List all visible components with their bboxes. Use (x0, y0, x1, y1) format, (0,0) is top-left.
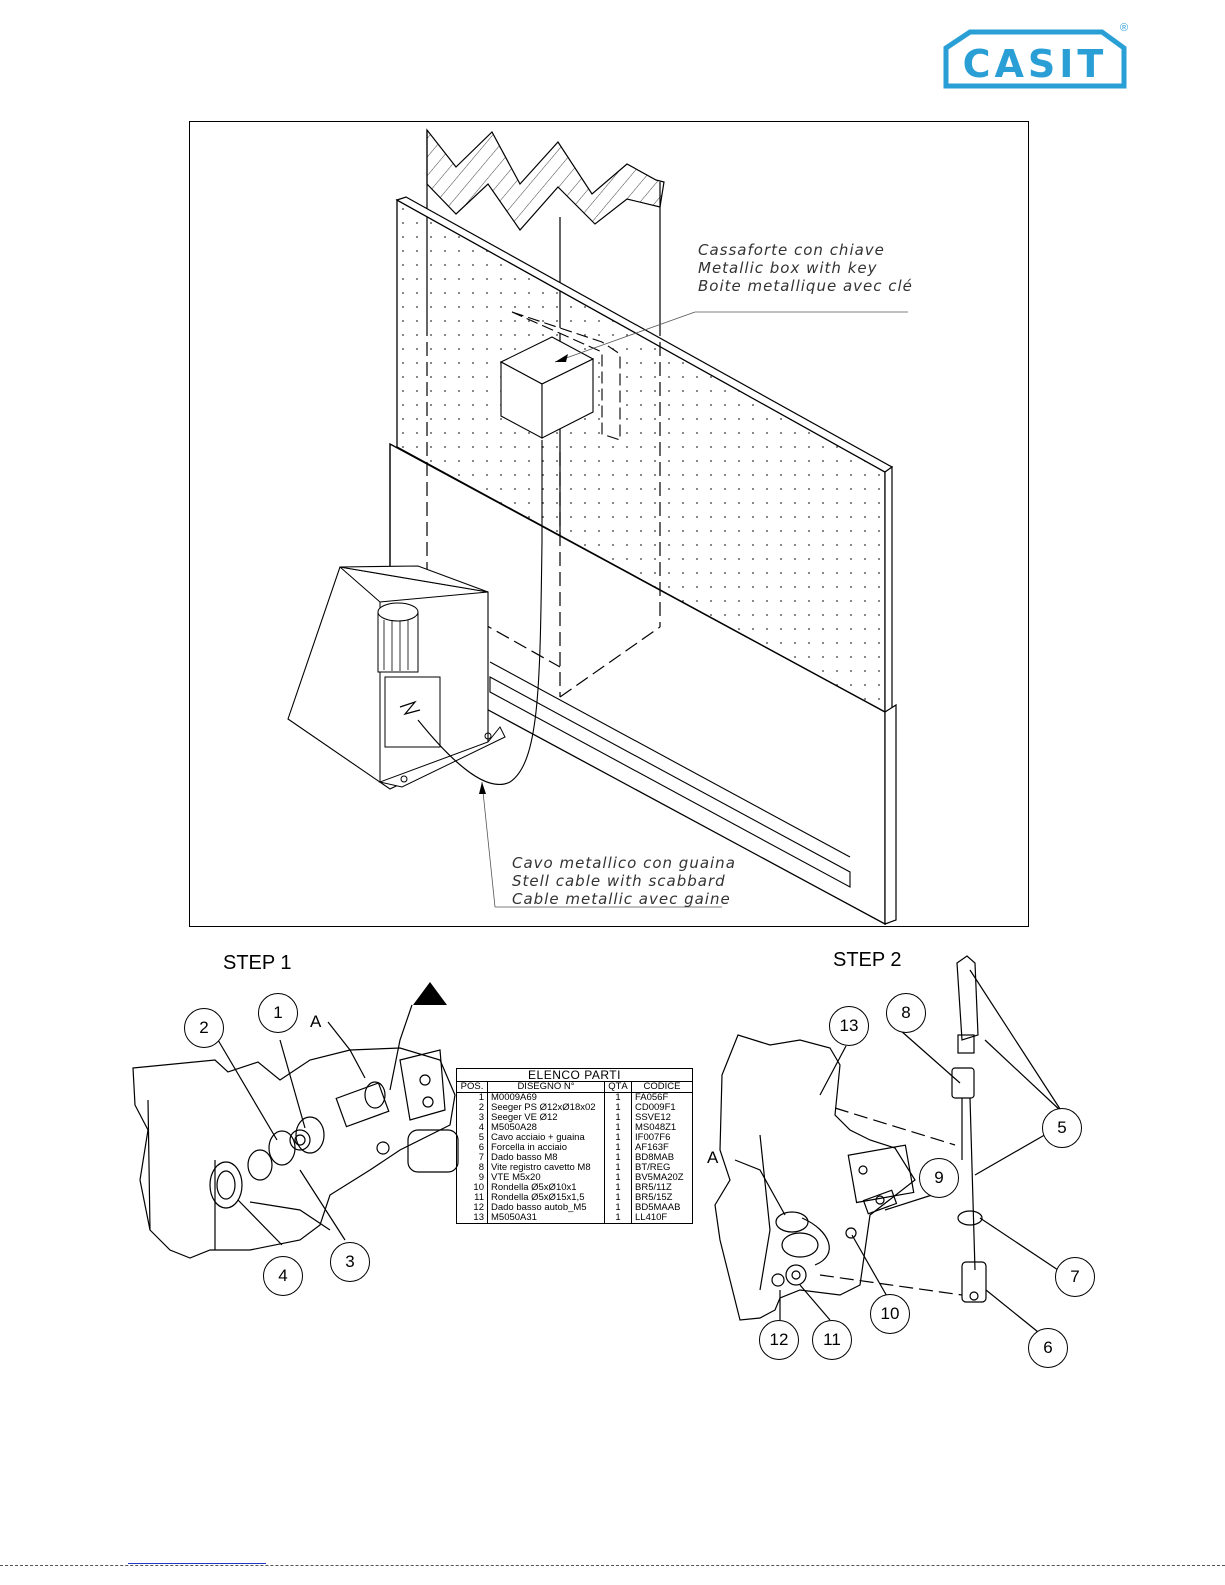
balloon-5: 5 (1042, 1108, 1082, 1148)
box-note-it: Cassaforte con chiave (698, 241, 885, 259)
part-qty: 1 (604, 1213, 632, 1224)
step1-label: STEP 1 (223, 952, 292, 974)
balloon-11: 11 (812, 1320, 852, 1360)
installation-drawing (287, 128, 908, 926)
step2-assembly (714, 955, 1063, 1341)
balloon-2: 2 (184, 1008, 224, 1048)
balloon-9: 9 (919, 1158, 959, 1198)
balloon-7: 7 (1055, 1257, 1095, 1297)
part-pos: 13 (456, 1213, 488, 1224)
header-code: CODICE (631, 1081, 693, 1093)
cable-note: Cavo metallico con guaina Stell cable wi… (512, 854, 736, 908)
box-note-fr: Boite metallique avec clé (698, 277, 913, 295)
cable-note-it: Cavo metallico con guaina (512, 854, 736, 872)
cable-note-fr: Cable metallic avec gaine (512, 890, 731, 908)
installation-drawing-frame: Cassaforte con chiave Metallic box with … (189, 121, 1029, 927)
part-code: CD009F1 (631, 1103, 693, 1113)
parts-list-table: ELENCO PARTI POS. DISEGNO N° QTÀ CODICE … (456, 1068, 693, 1224)
box-note-en: Metallic box with key (698, 259, 878, 277)
part-code: SSVE12 (631, 1113, 693, 1123)
part-code: MS048Z1 (631, 1123, 693, 1133)
part-code: FA056F (631, 1092, 693, 1103)
step2-detail-letter: A (707, 1148, 719, 1167)
part-code: LL410F (631, 1213, 693, 1224)
step2-label: STEP 2 (833, 949, 902, 971)
footer-rule (0, 1565, 1225, 1566)
header-qty: QTÀ (604, 1081, 632, 1093)
balloon-10: 10 (870, 1294, 910, 1334)
part-code: BD8MAB (631, 1153, 693, 1163)
balloon-3: 3 (330, 1242, 370, 1282)
part-code: BV5MA20Z (631, 1173, 693, 1183)
part-code: BT/REG (631, 1163, 693, 1173)
part-code: BR5/15Z (631, 1193, 693, 1203)
step1-detail-letter: A (310, 1012, 322, 1031)
step1-assembly (132, 1004, 459, 1259)
registered-mark: ® (1120, 22, 1129, 34)
balloon-12: 12 (759, 1320, 799, 1360)
header-drawing: DISEGNO N° (487, 1081, 605, 1093)
casit-logo: CASIT ® (940, 22, 1130, 92)
balloon-8: 8 (886, 993, 926, 1033)
part-code: BR5/11Z (631, 1183, 693, 1193)
logo-wordmark: CASIT (963, 42, 1108, 86)
balloon-13: 13 (829, 1006, 869, 1046)
footer-link-underline (128, 1563, 266, 1564)
part-drawing-no: M5050A31 (487, 1213, 605, 1224)
parts-list-header-row: POS. DISEGNO N° QTÀ CODICE (456, 1081, 693, 1093)
part-code: IF007F6 (631, 1133, 693, 1143)
triangle-marker-icon (413, 982, 447, 1005)
part-code: BD5MAAB (631, 1203, 693, 1213)
balloon-6: 6 (1028, 1328, 1068, 1368)
cable-note-en: Stell cable with scabbard (512, 872, 726, 890)
balloon-4: 4 (263, 1256, 303, 1296)
box-note: Cassaforte con chiave Metallic box with … (698, 241, 913, 295)
balloon-1: 1 (258, 993, 298, 1033)
parts-list-title: ELENCO PARTI (456, 1068, 693, 1081)
header-pos: POS. (456, 1081, 488, 1093)
part-code: AF163F (631, 1143, 693, 1153)
